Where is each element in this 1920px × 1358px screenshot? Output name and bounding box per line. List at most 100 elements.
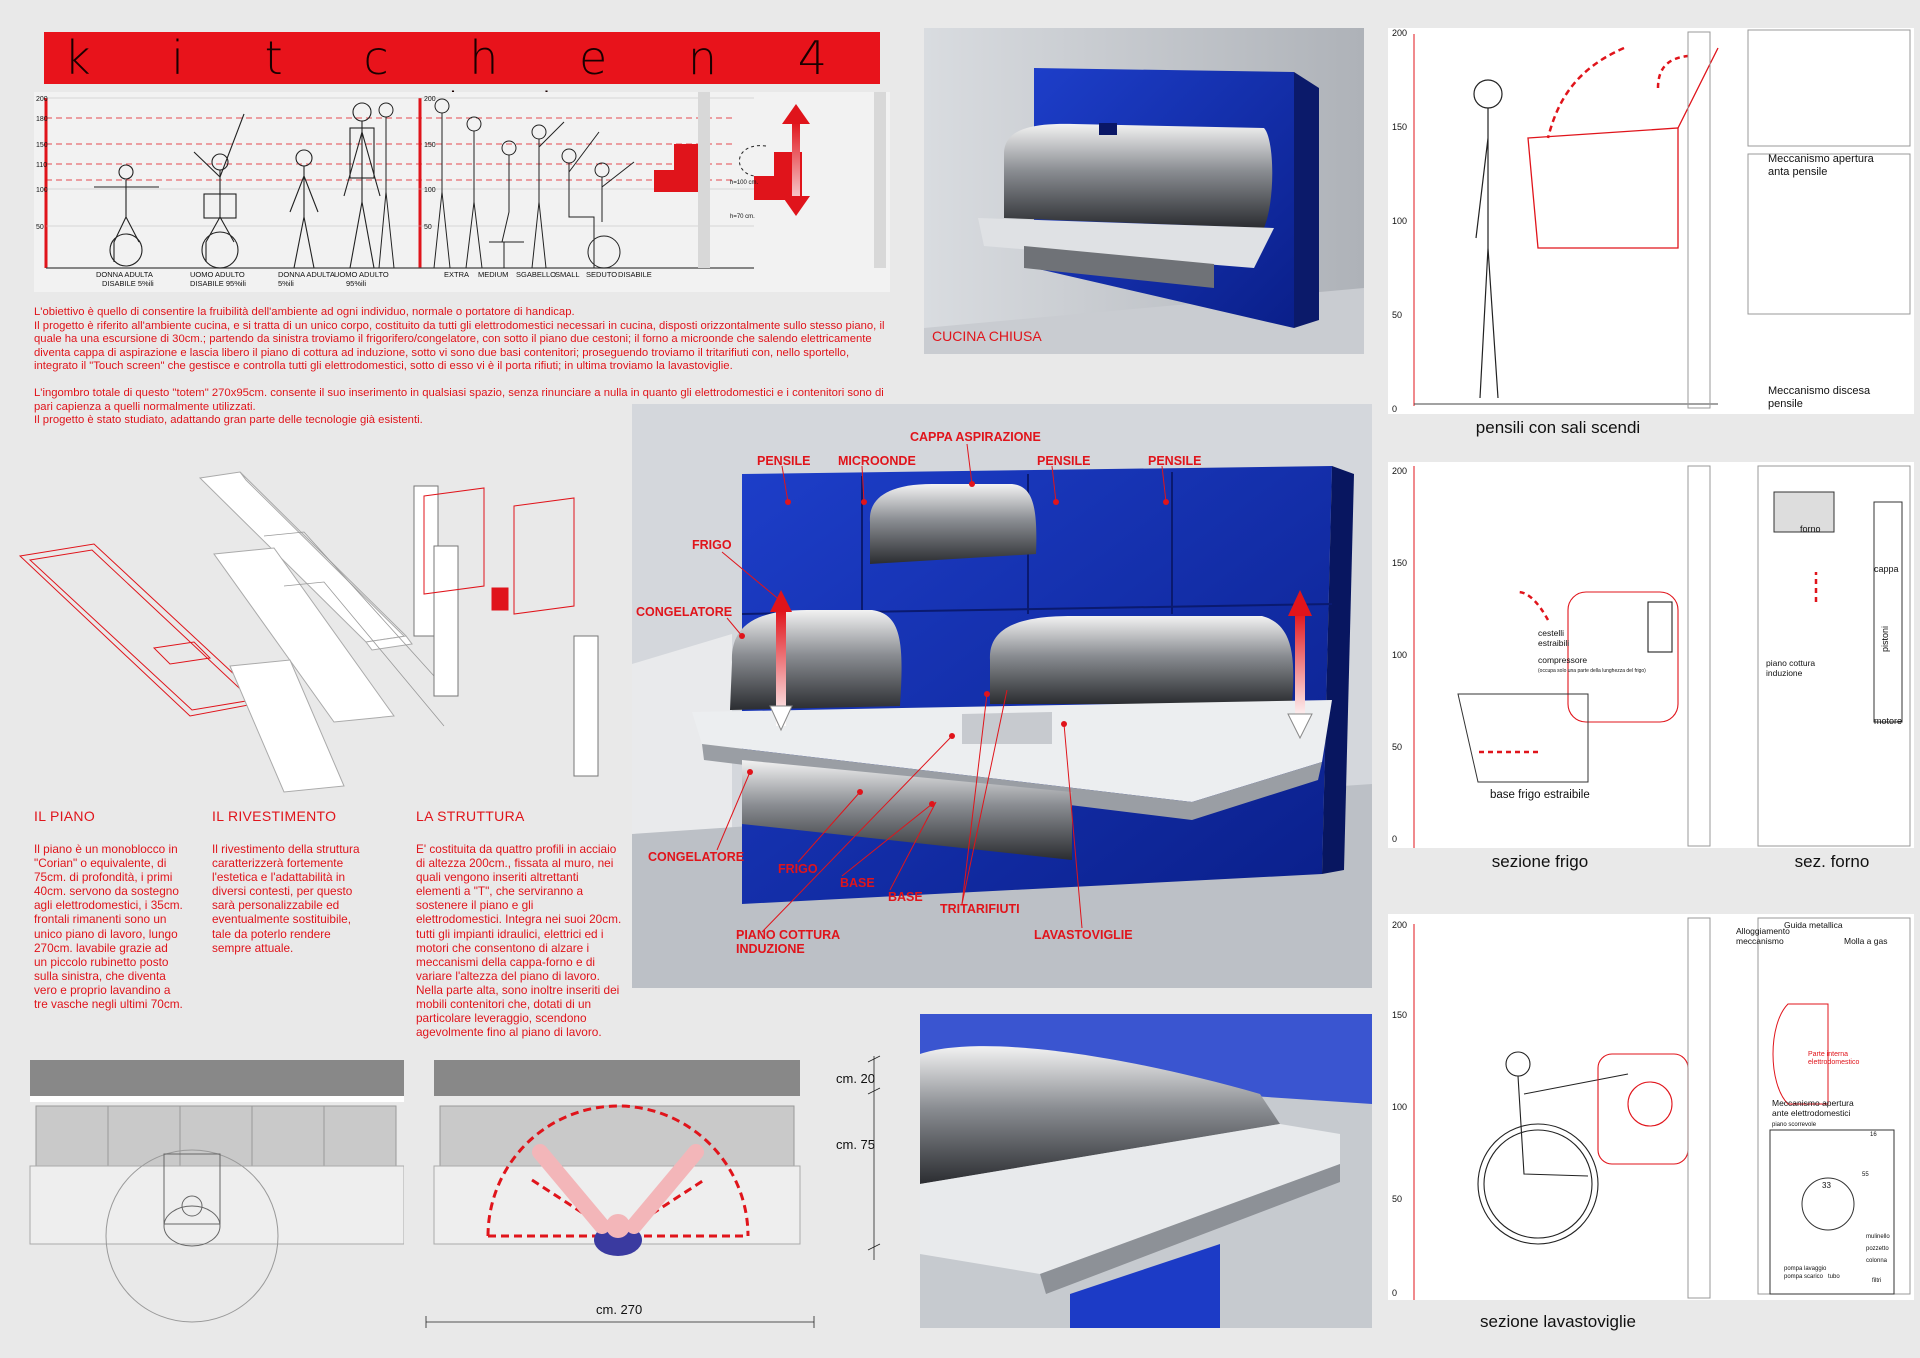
tick-label: 200 — [36, 96, 48, 103]
label-base: BASE — [888, 890, 923, 904]
panel-caption: pensili con sali scendi — [1475, 418, 1641, 437]
closed-kitchen-render: CUCINA CHIUSA — [924, 28, 1364, 354]
dish-note: elettrodomestico — [1808, 1059, 1859, 1066]
frigo-note: base frigo estraibile — [1490, 789, 1590, 801]
forno-note: cappa — [1874, 564, 1899, 574]
page-title: k i t c h e n 4 a l l — [64, 31, 860, 136]
height-note: h=70 cm. — [730, 214, 755, 220]
label-pensile: PENSILE — [1148, 454, 1202, 468]
tick-label: 100 — [424, 187, 436, 194]
title-banner: k i t c h e n 4 a l l — [44, 31, 880, 136]
section-title: LA STRUTTURA — [416, 808, 525, 824]
size-label: SGABELLO — [516, 270, 556, 279]
dish-note: Meccanismo apertura — [1772, 1098, 1854, 1108]
human-figures — [94, 102, 381, 269]
dish-small-label: 16 — [1870, 1132, 1877, 1138]
render-label: CUCINA CHIUSA — [932, 328, 1042, 344]
mechanism-note: Meccanismo discesa — [1768, 385, 1871, 397]
dimension-annotations: cm. 20 cm. 75 cm. 270 — [425, 1055, 881, 1328]
tick-label: 0 — [1392, 834, 1397, 844]
dimension-label: cm. 75 — [836, 1137, 875, 1152]
dish-note: Guida metallica — [1784, 920, 1843, 930]
forno-note: forno — [1800, 524, 1821, 534]
plan-reach-diagram-left — [29, 1060, 404, 1323]
figure-label: UOMO ADULTO — [190, 270, 245, 279]
intro-paragraph: L'ingombro totale di questo "totem" 270x… — [34, 386, 884, 413]
panel-lavastoviglie: 200 150 100 50 0 Guida metallica Alloggi… — [1388, 914, 1914, 1300]
dish-small-label: pompa lavaggio — [1784, 1266, 1827, 1272]
intro-paragraph: L'obiettivo è quello di consentire la fr… — [34, 306, 575, 318]
intro-text: L'obiettivo è quello di consentire la fr… — [34, 306, 890, 428]
dish-small-label: filtri — [1872, 1278, 1881, 1284]
plan-reach-diagram-right — [433, 1060, 801, 1256]
label-congelatore: CONGELATORE — [648, 850, 745, 864]
dish-note: Parte interna — [1808, 1051, 1848, 1058]
label-microonde: MICROONDE — [838, 454, 916, 468]
open-kitchen-render — [632, 404, 1372, 988]
tick-label: 180 — [36, 116, 48, 123]
mechanism-note: pensile — [1768, 398, 1803, 410]
dish-small-label: mulinello — [1866, 1234, 1890, 1240]
figure-label: DISABILE 95%ili — [190, 279, 246, 288]
forno-note: induzione — [1766, 668, 1803, 678]
dish-note: Alloggiamento — [1736, 926, 1790, 936]
dish-small-label: colonna — [1866, 1258, 1888, 1264]
section-il-piano: IL PIANO Il piano è un monoblocco in "Co… — [34, 808, 184, 1011]
tick-label: 100 — [1392, 650, 1407, 660]
label-base: BASE — [840, 876, 875, 890]
panel-caption: sezione frigo — [1491, 852, 1589, 871]
tick-label: 0 — [1392, 1288, 1397, 1298]
counter-detail-render — [920, 1014, 1372, 1328]
height-note: h=100 cm. — [730, 180, 759, 186]
tick-label: 100 — [1392, 216, 1407, 226]
tick-label: 50 — [36, 224, 44, 231]
tick-label: 150 — [1392, 122, 1407, 132]
tick-label: 50 — [424, 224, 432, 231]
tick-label: 200 — [1392, 920, 1407, 930]
tick-label: 200 — [1392, 466, 1407, 476]
tick-label: 100 — [1392, 1102, 1407, 1112]
tick-label: 150 — [424, 142, 436, 149]
dish-small-label: 33 — [1822, 1181, 1831, 1190]
forno-note: motore — [1874, 716, 1902, 726]
section-body: Il rivestimento della struttura caratter… — [212, 842, 360, 955]
tick-label: 50 — [1392, 310, 1402, 320]
frigo-note: cestelli — [1538, 628, 1564, 638]
forno-note: pistoni — [1880, 626, 1890, 652]
dish-small-label: 55 — [1862, 1172, 1869, 1178]
tick-label: 200 — [1392, 28, 1407, 38]
tick-label: 50 — [1392, 742, 1402, 752]
label-tritarifiuti: TRITARIFIUTI — [940, 902, 1020, 916]
tick-label: 150 — [1392, 558, 1407, 568]
label-frigo: FRIGO — [692, 538, 732, 552]
size-label: MEDIUM — [478, 270, 508, 279]
anthropometry-diagram: 200 180 150 110 100 50 200 150 100 50 — [34, 92, 890, 292]
dimension-label: cm. 270 — [596, 1302, 642, 1317]
label-congelatore: CONGELATORE — [636, 605, 733, 619]
label-lavastoviglie: LAVASTOVIGLIE — [1034, 928, 1133, 942]
dish-small-label: piano scorrevole — [1772, 1122, 1817, 1128]
figure-label: 5%ili — [278, 279, 294, 288]
dish-small-label: tubo — [1828, 1274, 1840, 1280]
section-title: IL PIANO — [34, 808, 96, 824]
tick-label: 100 — [36, 187, 48, 194]
dish-note: meccanismo — [1736, 936, 1784, 946]
figure-label: DISABILE 5%ili — [102, 279, 154, 288]
tick-label: 0 — [1392, 404, 1397, 414]
label-frigo: FRIGO — [778, 862, 818, 876]
figure-label: UOMO ADULTO — [334, 270, 389, 279]
section-la-struttura: LA STRUTTURA E' costituita da quattro pr… — [416, 808, 622, 1039]
frigo-note: estraibili — [1538, 638, 1569, 648]
size-label: SMALL — [555, 270, 580, 279]
dish-small-label: pozzetto — [1866, 1246, 1889, 1252]
tick-label: 200 — [424, 96, 436, 103]
tick-label: 110 — [36, 162, 47, 169]
panel-frigo-forno: 200 150 100 50 0 cestelli estraibili com… — [1388, 462, 1914, 848]
figure-label: DONNA ADULTA — [96, 270, 153, 279]
tick-label: 150 — [36, 142, 48, 149]
section-body: Il piano è un monoblocco in "Corian" o e… — [34, 842, 183, 1012]
tick-label: 150 — [1392, 1010, 1407, 1020]
structure-isometric — [18, 471, 599, 793]
label-pensile: PENSILE — [1037, 454, 1091, 468]
intro-paragraph: Il progetto è stato studiato, adattando … — [34, 414, 423, 427]
